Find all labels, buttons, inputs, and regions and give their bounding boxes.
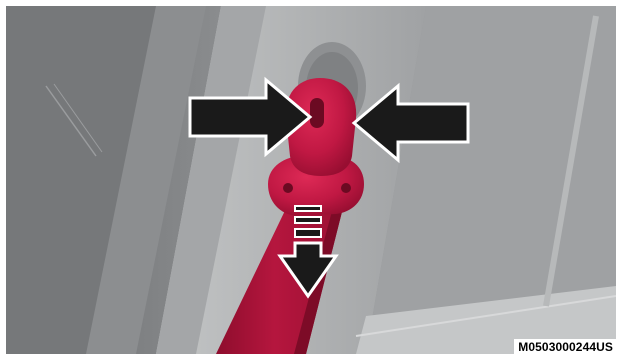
adjuster-slot bbox=[310, 98, 324, 128]
guide-bolt-left bbox=[283, 183, 293, 193]
figure-code-label: M0503000244US bbox=[514, 339, 616, 354]
seat-belt-illustration bbox=[6, 6, 616, 354]
guide-bolt-right bbox=[341, 183, 351, 193]
